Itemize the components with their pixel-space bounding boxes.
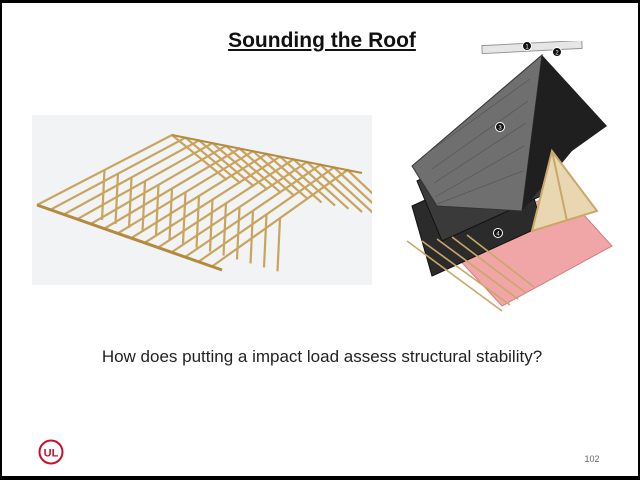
layered-roof-assembly-illustration: 1 2 3 4 <box>406 41 613 312</box>
truss-web <box>114 173 120 225</box>
truss-web <box>262 214 268 268</box>
slide: Sounding the Roof <box>2 3 638 476</box>
slide-title: Sounding the Roof <box>228 29 416 52</box>
ul-logo-icon: UL <box>38 439 64 465</box>
truss-web <box>276 218 282 272</box>
callout-marker <box>522 41 532 51</box>
callout-label: 4 <box>496 232 500 238</box>
roof-truss-frame-illustration <box>32 115 372 285</box>
callout-label: 1 <box>525 45 529 51</box>
callout-label: 2 <box>555 51 559 57</box>
page-number: 102 <box>584 454 600 464</box>
truss-web <box>100 169 106 221</box>
truss-web <box>127 177 133 228</box>
callout-label: 3 <box>498 126 502 132</box>
question-text: How does putting a impact load assess st… <box>101 347 543 366</box>
ul-logo-text: UL <box>44 448 59 460</box>
callout-marker <box>495 122 505 132</box>
callout-marker <box>493 228 503 238</box>
callout-marker <box>552 47 562 57</box>
